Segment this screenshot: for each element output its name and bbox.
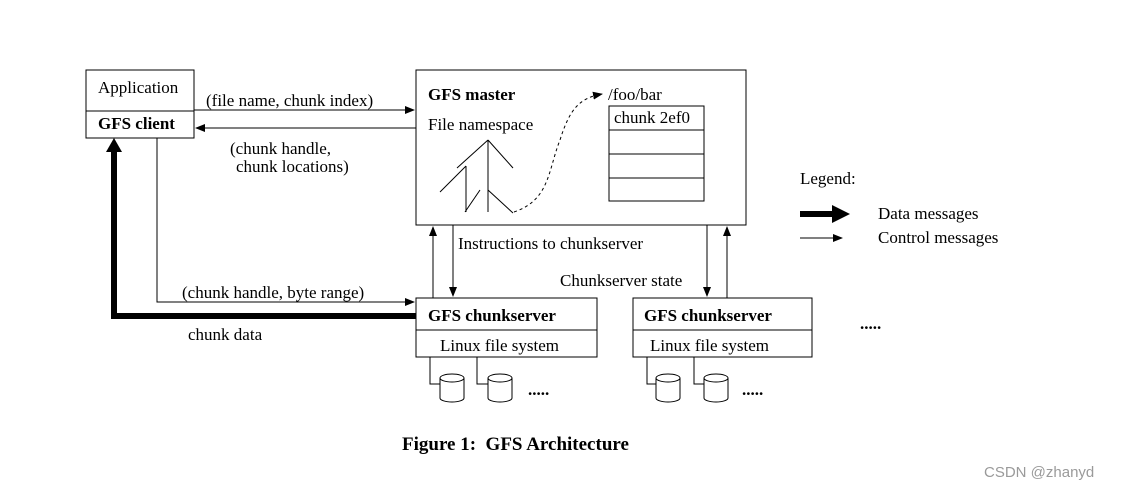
disk-icon — [439, 373, 465, 403]
legend-control-label: Control messages — [878, 228, 999, 247]
chunk-data-arrowhead — [106, 138, 122, 152]
request-label: (file name, chunk index) — [206, 91, 374, 110]
chunkserver-2-fs-label: Linux file system — [650, 336, 769, 355]
chunkserver-1-more-disks: ..... — [528, 380, 550, 399]
chunkserver-1-fs-label: Linux file system — [440, 336, 559, 355]
legend-data-arrowhead — [832, 205, 850, 223]
chunkserver-2-fs-box — [632, 329, 813, 358]
application-box — [85, 69, 195, 112]
disk-connectors-1 — [429, 357, 488, 385]
legend-data-label: Data messages — [878, 204, 979, 223]
disk-icon — [487, 373, 513, 403]
file-namespace-label: File namespace — [428, 115, 534, 134]
chunkserver-state-label: Chunkserver state — [560, 271, 683, 290]
disk-icon — [655, 373, 681, 403]
chunk-handle-label: chunk 2ef0 — [614, 108, 691, 127]
namespace-tree-icon — [439, 139, 514, 214]
legend-title: Legend: — [800, 169, 856, 188]
gfs-client-box — [85, 110, 195, 139]
reply-label-line-1: (chunk handle, — [230, 139, 332, 158]
chunkserver-1-title: GFS chunkserver — [428, 306, 556, 325]
data-request-arrow — [156, 138, 415, 306]
reply-label-line-2: chunk locations) — [236, 157, 349, 176]
chunk-data-label: chunk data — [188, 325, 263, 344]
disk-icon — [703, 373, 729, 403]
application-label: Application — [98, 78, 179, 97]
chunk-data-arrow — [111, 152, 416, 319]
disk-connectors-2 — [646, 357, 704, 385]
gfs-client-label: GFS client — [98, 114, 175, 133]
data-request-label: (chunk handle, byte range) — [182, 283, 365, 302]
chunkserver-2-title: GFS chunkserver — [644, 306, 772, 325]
lookup-dashed-arrow — [513, 91, 603, 213]
more-chunkservers: ..... — [860, 314, 882, 333]
gfs-master-title: GFS master — [428, 85, 516, 104]
chunkserver-1-fs-box — [415, 329, 598, 358]
figure-caption: Figure 1: GFS Architecture — [402, 434, 629, 455]
chunkserver-2-box — [632, 297, 813, 331]
instructions-label: Instructions to chunkserver — [458, 234, 644, 253]
chunk-table — [608, 105, 705, 202]
watermark: CSDN @zhanyd — [984, 464, 1095, 481]
chunkserver-2-more-disks: ..... — [742, 380, 764, 399]
file-path-label: /foo/bar — [608, 85, 662, 104]
